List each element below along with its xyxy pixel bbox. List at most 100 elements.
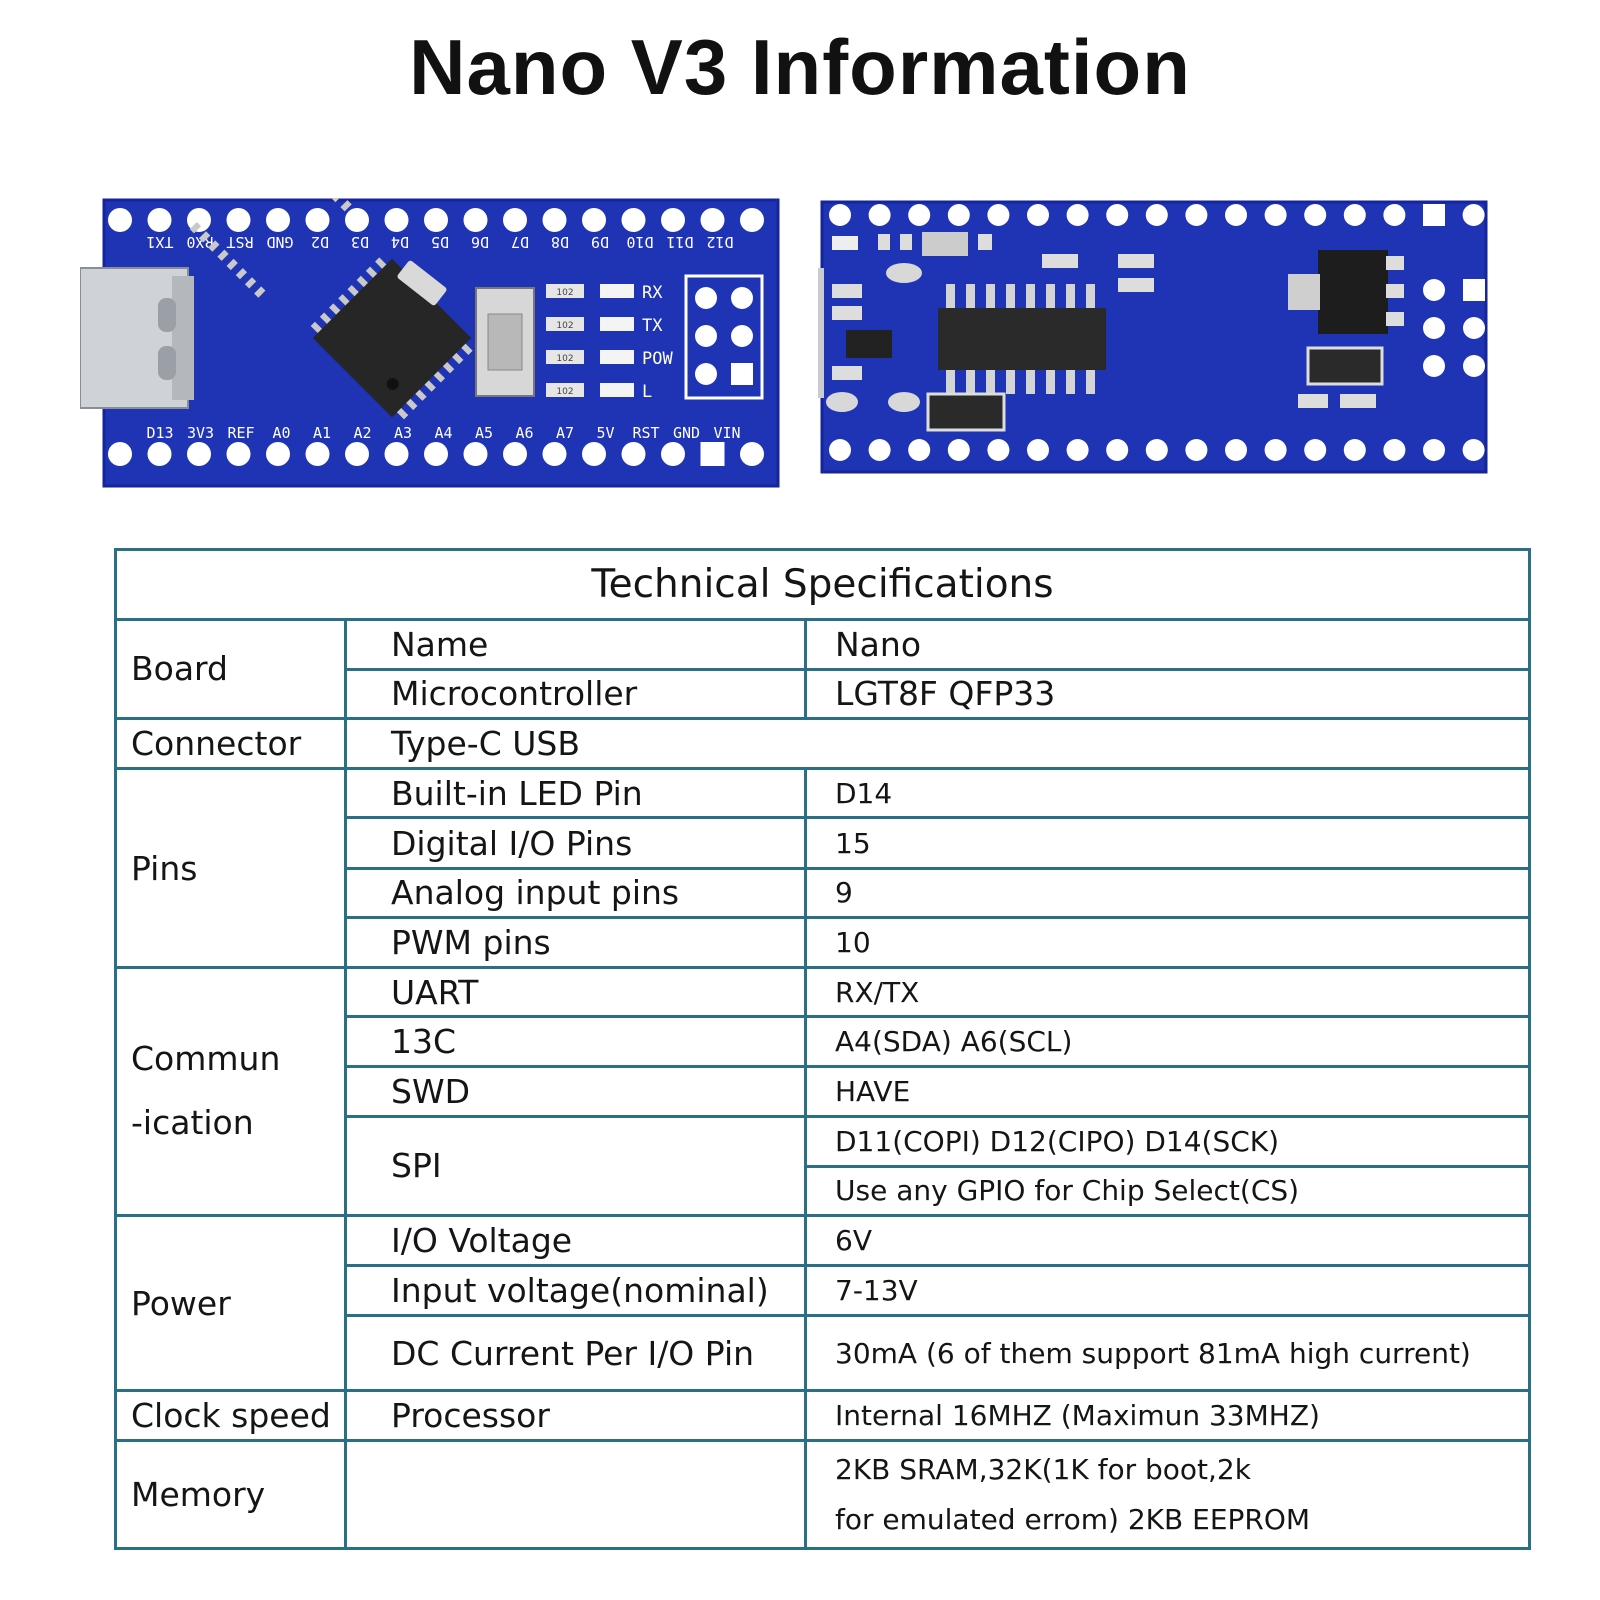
memory-line2: for emulated errom) 2KB EEPROM — [835, 1502, 1311, 1536]
capacitor-icon — [926, 392, 1006, 432]
pin-hole — [1264, 439, 1287, 461]
usb-serial-chip-icon — [938, 284, 1106, 394]
pin-hole — [305, 208, 330, 232]
pin-hole — [621, 208, 646, 232]
pin-hole — [108, 442, 132, 466]
communication-label-line2: -ication — [131, 1103, 254, 1143]
pin-hole — [503, 208, 527, 232]
value-built-in-led-pin: D14 — [803, 767, 1532, 820]
led-icon — [600, 383, 634, 397]
led-label: POW — [642, 349, 673, 369]
value-swd: HAVE — [803, 1065, 1532, 1118]
pin-hole — [1383, 439, 1406, 461]
category-memory: Memory — [114, 1439, 347, 1550]
pin-label: D5 — [431, 233, 449, 251]
category-connector: Connector — [114, 717, 347, 771]
crystal-icon — [397, 260, 447, 306]
pin-label: D9 — [591, 233, 609, 251]
back-bottom-pin-holes — [829, 439, 1485, 461]
pin-hole — [829, 439, 851, 461]
back-top-pin-holes — [829, 204, 1485, 226]
usb-c-connector-icon — [80, 267, 194, 409]
diode-icon — [1306, 346, 1384, 386]
value-dc-current: 30mA (6 of them support 81mA high curren… — [803, 1314, 1532, 1393]
param-spi: SPI — [344, 1114, 807, 1217]
pin-hole — [147, 442, 172, 466]
pin-hole — [424, 442, 448, 466]
resistor-icon — [546, 383, 584, 397]
pin-hole — [947, 204, 970, 226]
pin-hole — [1145, 439, 1168, 461]
resistor-code: 102 — [556, 321, 573, 331]
pin-label: D12 — [706, 233, 733, 251]
pin-hole — [463, 208, 488, 232]
pin-hole — [266, 208, 290, 232]
pin-hole — [700, 208, 725, 232]
value-memory: 2KB SRAM,32K(1K for boot,2k for emulated… — [803, 1439, 1532, 1550]
communication-label-line1: Commun — [131, 1039, 281, 1079]
pin-hole — [384, 208, 409, 232]
pin-label: A5 — [475, 424, 493, 442]
value-uart: RX/TX — [803, 965, 1532, 1019]
pin-hole — [1106, 204, 1129, 226]
pin-label: D13 — [146, 424, 173, 442]
pin-hole — [108, 208, 132, 232]
pin-hole — [868, 204, 891, 226]
param-microcontroller: Microcontroller — [344, 667, 807, 721]
pin-hole — [463, 442, 488, 466]
led-icon — [600, 350, 634, 364]
value-processor: Internal 16MHZ (Maximun 33MHZ) — [803, 1389, 1532, 1443]
pin-label: D10 — [626, 233, 653, 251]
pin-hole — [1066, 204, 1089, 226]
pin-hole — [908, 204, 931, 226]
param-digital-io-pins: Digital I/O Pins — [344, 816, 807, 870]
pin-hole — [1383, 204, 1406, 226]
pin-label: TX1 — [146, 233, 173, 251]
resistor-code: 102 — [556, 354, 573, 364]
value-i2c: A4(SDA) A6(SCL) — [803, 1015, 1532, 1069]
pin-label: D4 — [391, 233, 409, 251]
pin-hole — [542, 208, 567, 232]
pin-hole — [1185, 439, 1208, 461]
resistor-icon — [546, 284, 584, 298]
pin-hole — [1343, 204, 1366, 226]
param-i2c: 13C — [344, 1015, 807, 1069]
value-analog-input-pins: 9 — [803, 866, 1532, 919]
param-name: Name — [344, 617, 807, 671]
category-pins: Pins — [114, 767, 347, 969]
pin-hole — [1423, 439, 1445, 461]
page-title: Nano V3 Information — [409, 23, 1191, 111]
param-built-in-led-pin: Built-in LED Pin — [344, 767, 807, 820]
resistor-icon — [546, 317, 584, 331]
category-power: Power — [114, 1213, 347, 1393]
pin-label: D3 — [351, 233, 369, 251]
back-side-pads — [1423, 279, 1485, 377]
resistor-code: 102 — [556, 288, 573, 298]
pin-label: D8 — [551, 233, 569, 251]
category-communication: Commun -ication — [114, 966, 347, 1217]
param-pwm-pins: PWM pins — [344, 915, 807, 970]
pin-hole — [661, 208, 685, 232]
pin-label: RST — [226, 233, 253, 251]
pin-hole — [1423, 204, 1445, 226]
pin-label: 5V — [596, 424, 614, 442]
value-pwm-pins: 10 — [803, 915, 1532, 970]
pin-hole — [740, 442, 764, 466]
pin-hole — [582, 208, 606, 232]
pin-hole — [1343, 439, 1366, 461]
led-icon — [600, 284, 634, 298]
category-board: Board — [114, 617, 347, 721]
pin-hole — [1304, 439, 1327, 461]
pin-hole — [187, 442, 211, 466]
pin-hole — [1462, 439, 1485, 461]
pin-hole — [661, 442, 685, 466]
pcb-back — [822, 202, 1486, 472]
resistor-code: 102 — [556, 387, 573, 397]
pin-label: A6 — [515, 424, 533, 442]
category-clock-speed: Clock speed — [114, 1389, 347, 1443]
pin-label: A7 — [556, 424, 574, 442]
pin-hole — [868, 439, 891, 461]
pin-hole — [305, 442, 330, 466]
param-uart: UART — [344, 965, 807, 1019]
